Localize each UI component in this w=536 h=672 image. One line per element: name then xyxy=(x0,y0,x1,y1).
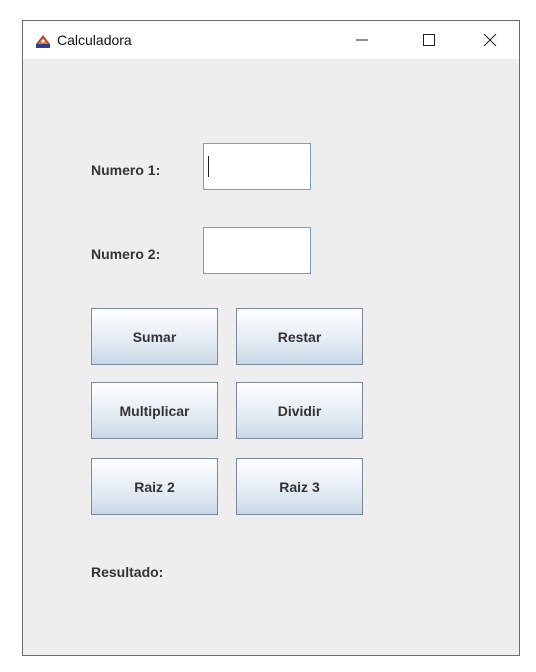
window-title: Calculadora xyxy=(57,32,132,48)
minimize-button[interactable] xyxy=(339,21,385,59)
raiz2-button[interactable]: Raiz 2 xyxy=(91,458,218,515)
text-caret xyxy=(208,156,209,177)
maximize-button[interactable] xyxy=(406,21,452,59)
java-coffee-cup-icon xyxy=(34,32,52,50)
multiplicar-button[interactable]: Multiplicar xyxy=(91,382,218,439)
maximize-icon xyxy=(423,34,435,46)
numero2-input[interactable] xyxy=(203,227,311,274)
raiz3-button[interactable]: Raiz 3 xyxy=(236,458,363,515)
content-panel: Numero 1: Numero 2: Sumar Restar Multipl… xyxy=(23,59,519,655)
numero1-label: Numero 1: xyxy=(91,162,161,178)
minimize-icon xyxy=(356,39,368,41)
calculator-window: Calculadora Numero 1: Numero 2: xyxy=(22,20,520,656)
numero1-input[interactable] xyxy=(203,143,311,190)
dividir-button[interactable]: Dividir xyxy=(236,382,363,439)
title-bar[interactable]: Calculadora xyxy=(23,21,519,59)
restar-button[interactable]: Restar xyxy=(236,308,363,365)
close-icon xyxy=(483,33,497,47)
numero2-label: Numero 2: xyxy=(91,246,161,262)
sumar-button[interactable]: Sumar xyxy=(91,308,218,365)
close-button[interactable] xyxy=(467,21,513,59)
resultado-label: Resultado: xyxy=(91,564,164,580)
